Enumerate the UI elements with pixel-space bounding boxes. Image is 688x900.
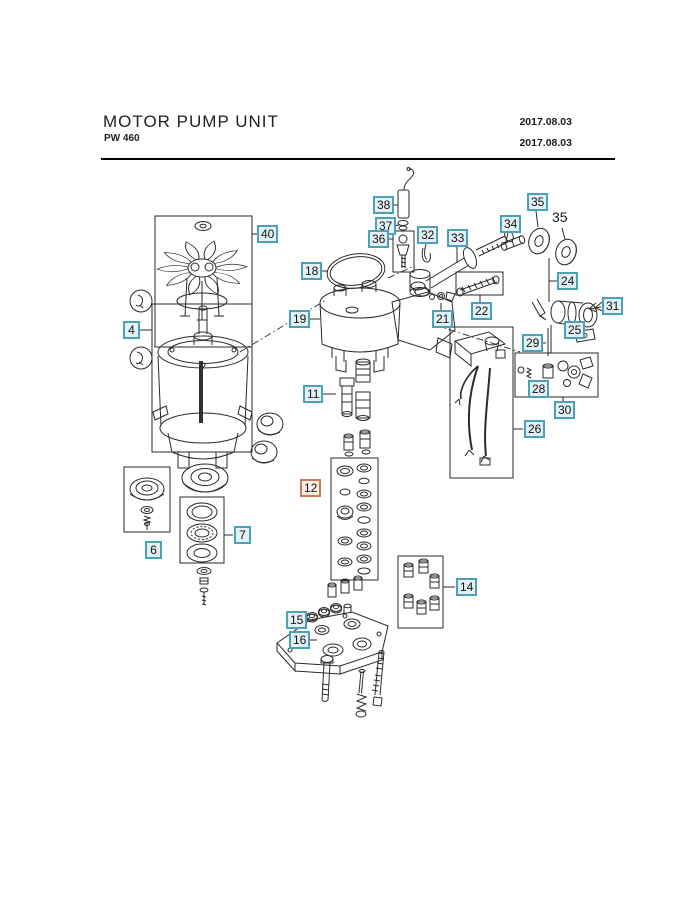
grommet-35b	[555, 238, 577, 266]
motor-box	[151, 303, 253, 453]
callout-28[interactable]: 28	[528, 380, 550, 398]
kit-box-7	[179, 496, 225, 564]
callout-38[interactable]: 38	[373, 196, 395, 214]
callout-15[interactable]: 15	[286, 611, 308, 629]
callout-25[interactable]: 25	[564, 321, 586, 339]
harness-box-26	[449, 326, 514, 479]
unloader-box-28	[514, 352, 599, 398]
callout-4[interactable]: 4	[123, 321, 140, 339]
pump-head-19	[319, 280, 401, 373]
bearing-cover-drawing	[181, 463, 229, 493]
callout-6[interactable]: 6	[145, 541, 162, 559]
callout-19[interactable]: 19	[289, 310, 311, 328]
callout-26[interactable]: 26	[524, 420, 546, 438]
callout-16[interactable]: 16	[289, 631, 311, 649]
stud-bolt	[371, 650, 385, 707]
plug-34	[500, 235, 526, 251]
callout-35-plain: 35	[552, 209, 568, 225]
callout-32[interactable]: 32	[417, 226, 439, 244]
down-arrow-symbol	[531, 298, 547, 321]
bushing-drawings	[250, 412, 284, 464]
callout-40[interactable]: 40	[257, 225, 279, 243]
page-title: MOTOR PUMP UNIT	[103, 112, 279, 131]
fan-box	[154, 215, 253, 348]
callout-18[interactable]: 18	[301, 262, 323, 280]
oring-18	[326, 253, 386, 289]
callout-7[interactable]: 7	[234, 526, 251, 544]
detail-circle-top	[129, 289, 153, 313]
crankcase-21	[391, 269, 456, 359]
callout-30[interactable]: 30	[554, 401, 576, 419]
grommet-35a	[528, 227, 550, 255]
callout-11[interactable]: 11	[303, 385, 324, 403]
seal-kit-box-12	[330, 457, 379, 581]
callout-29[interactable]: 29	[522, 334, 544, 352]
header-divider	[101, 158, 615, 160]
detail-circle-bottom	[129, 346, 153, 370]
callout-22[interactable]: 22	[471, 302, 493, 320]
valve-stack-11	[339, 358, 371, 421]
callout-12-highlighted[interactable]: 12	[300, 479, 322, 497]
motor-drawing	[152, 305, 253, 469]
callout-33[interactable]: 33	[447, 229, 469, 247]
callout-21[interactable]: 21	[432, 310, 454, 328]
callout-34[interactable]: 34	[500, 215, 522, 233]
fan-drawing	[156, 221, 248, 321]
callout-36[interactable]: 36	[368, 230, 390, 248]
callout-35[interactable]: 35	[527, 193, 549, 211]
pin-32	[421, 247, 431, 263]
model-number: PW 460	[104, 133, 140, 144]
callout-14[interactable]: 14	[456, 578, 478, 596]
thermal-tube-38	[397, 167, 415, 219]
date-bottom: 2017.08.03	[519, 137, 572, 149]
plugs-below-kit	[327, 575, 363, 598]
bolt-long	[320, 655, 334, 702]
spring-bolt	[355, 669, 368, 718]
axis-dash-lines	[239, 265, 521, 353]
valve-box-36	[392, 230, 415, 273]
callout-31[interactable]: 31	[602, 297, 624, 315]
hose-22	[455, 271, 504, 297]
date-top: 2017.08.03	[519, 116, 572, 128]
callout-24[interactable]: 24	[557, 272, 579, 290]
valve-kit-box-14	[397, 555, 444, 629]
fittings-11	[343, 429, 371, 457]
arrow-31	[588, 301, 604, 313]
pin-29	[547, 325, 552, 356]
fastener-stack-7	[196, 567, 212, 606]
fitting-37	[397, 220, 409, 231]
kit-box-6	[123, 466, 171, 533]
